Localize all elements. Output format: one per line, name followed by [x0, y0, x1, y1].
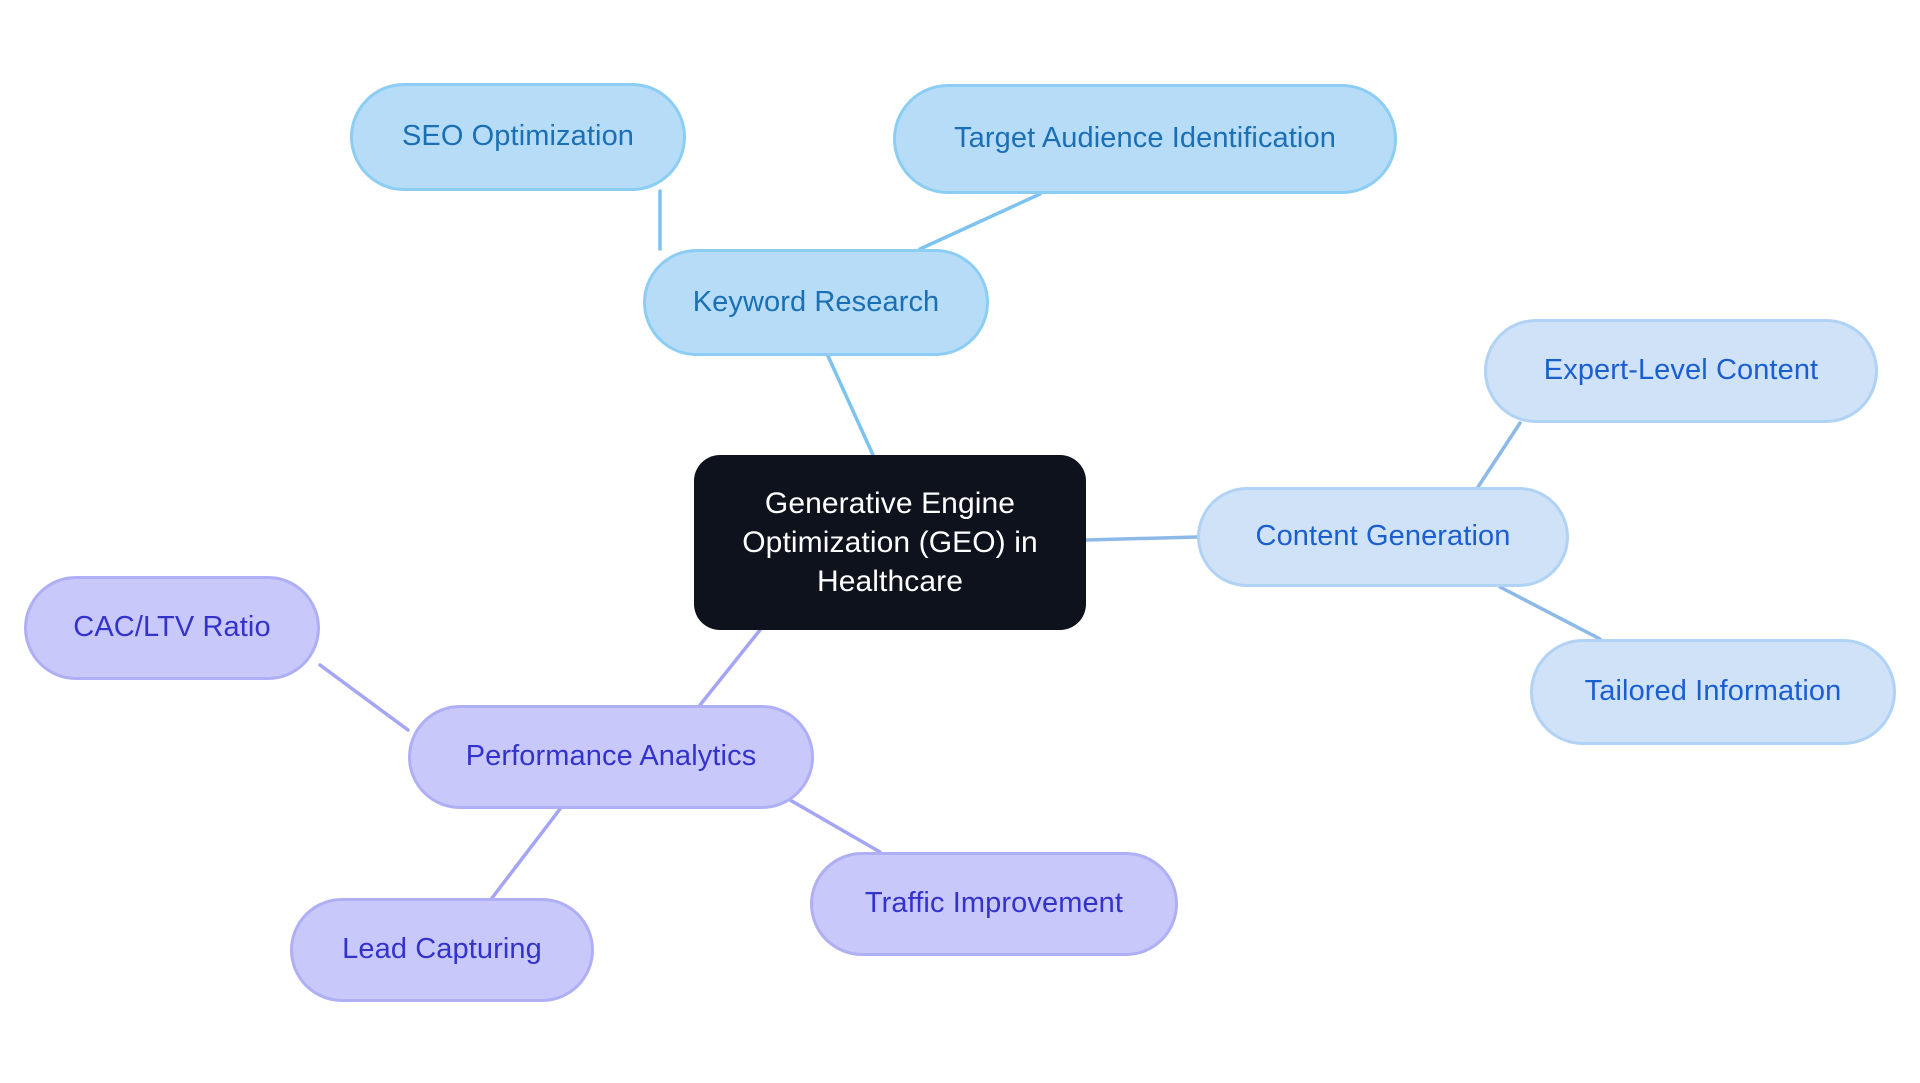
branch-node-content-generation[interactable]: Content Generation: [1197, 487, 1569, 587]
leaf-node-traffic-improvement-label: Traffic Improvement: [864, 887, 1124, 920]
edge-keyword-target: [918, 192, 1042, 251]
leaf-node-traffic-improvement[interactable]: Traffic Improvement: [810, 852, 1178, 956]
leaf-node-expert-level-content-label: Expert-Level Content: [1543, 354, 1819, 387]
branch-node-keyword-research[interactable]: Keyword Research: [643, 249, 989, 356]
edge-performance-traffic: [788, 798, 882, 854]
leaf-node-tailored-information-label: Tailored Information: [1584, 675, 1842, 708]
edge-root-performance: [698, 628, 762, 707]
root-node-root[interactable]: Generative Engine Optimization (GEO) in …: [694, 455, 1086, 630]
edge-root-content: [1084, 535, 1199, 542]
root-node-root-label: Generative Engine Optimization (GEO) in …: [742, 487, 1038, 598]
branch-node-content-generation-label: Content Generation: [1255, 520, 1511, 553]
leaf-node-lead-capturing-label: Lead Capturing: [342, 933, 542, 966]
branch-node-keyword-research-label: Keyword Research: [692, 285, 940, 318]
edge-content-tailored: [1498, 585, 1602, 641]
edge-performance-lead: [490, 807, 562, 900]
leaf-node-cac-ltv-ratio-label: CAC/LTV Ratio: [73, 611, 271, 644]
edge-content-expert: [1476, 421, 1522, 489]
edge-root-keyword: [826, 354, 875, 457]
leaf-node-target-audience-identification[interactable]: Target Audience Identification: [893, 84, 1397, 194]
leaf-node-expert-level-content[interactable]: Expert-Level Content: [1484, 319, 1878, 423]
branch-node-performance-analytics-label: Performance Analytics: [465, 740, 757, 773]
edge-performance-cac: [318, 663, 410, 732]
leaf-node-cac-ltv-ratio[interactable]: CAC/LTV Ratio: [24, 576, 320, 680]
leaf-node-seo-optimization-label: SEO Optimization: [401, 120, 635, 153]
leaf-node-lead-capturing[interactable]: Lead Capturing: [290, 898, 594, 1002]
leaf-node-tailored-information[interactable]: Tailored Information: [1530, 639, 1896, 745]
branch-node-performance-analytics[interactable]: Performance Analytics: [408, 705, 814, 809]
leaf-node-target-audience-identification-label: Target Audience Identification: [954, 122, 1336, 155]
leaf-node-seo-optimization[interactable]: SEO Optimization: [350, 83, 686, 191]
